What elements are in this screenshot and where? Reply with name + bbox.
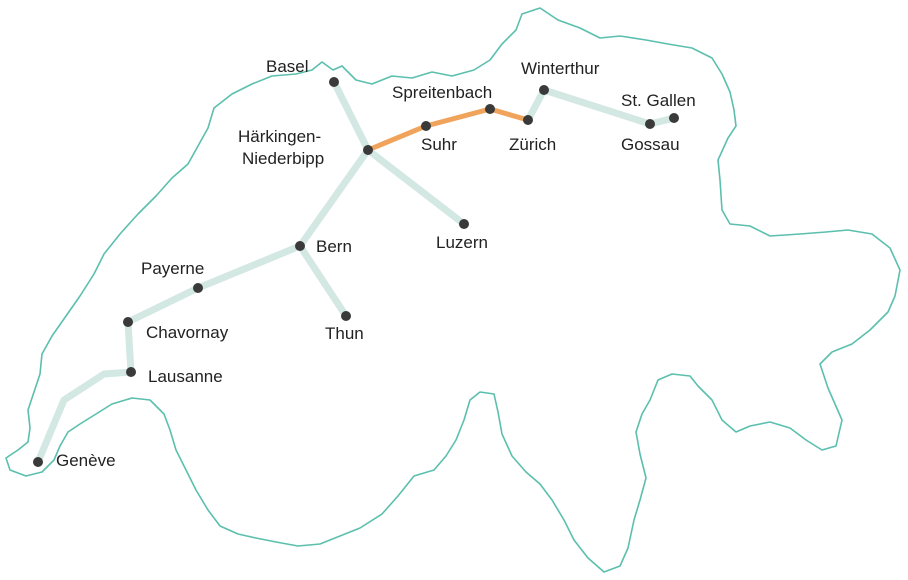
label-haerkingen-line2: Niederbipp xyxy=(242,149,324,168)
route-chavornay-lausanne xyxy=(124,318,135,376)
label-spreitenbach: Spreitenbach xyxy=(392,83,492,102)
route-haerkingen-luzern xyxy=(364,146,468,228)
city-nodes xyxy=(33,77,679,467)
route-lausanne-geneve xyxy=(34,368,135,466)
route-zuerich-winterthur xyxy=(524,86,548,124)
switzerland-border xyxy=(5,7,901,573)
label-gossau: Gossau xyxy=(621,135,680,154)
node-suhr xyxy=(421,121,431,131)
label-geneve: Genève xyxy=(56,451,116,470)
route-bern-thun xyxy=(296,242,350,320)
node-thun xyxy=(341,311,351,321)
label-luzern: Luzern xyxy=(436,233,488,252)
label-suhr: Suhr xyxy=(421,135,457,154)
route-haerkingen-bern xyxy=(296,146,372,250)
node-zuerich xyxy=(523,115,533,125)
route-basel-haerkingen xyxy=(330,78,372,154)
route-payerne-chavornay xyxy=(124,284,202,326)
node-winterthur xyxy=(539,85,549,95)
node-chavornay xyxy=(123,317,133,327)
route-winterthur-gossau xyxy=(540,86,654,128)
node-spreitenbach xyxy=(485,104,495,114)
label-zuerich: Zürich xyxy=(509,135,556,154)
label-bern: Bern xyxy=(316,237,352,256)
node-basel xyxy=(329,77,339,87)
label-chavornay: Chavornay xyxy=(146,323,229,342)
route-bern-payerne xyxy=(194,242,304,292)
city-labels: Basel Härkingen- Niederbipp Spreitenbach… xyxy=(56,57,696,470)
label-winterthur: Winterthur xyxy=(521,59,600,78)
node-geneve xyxy=(33,457,43,467)
node-gossau xyxy=(645,119,655,129)
node-stgallen xyxy=(669,113,679,123)
label-basel: Basel xyxy=(266,57,309,76)
highlighted-route xyxy=(365,106,531,153)
node-lausanne xyxy=(126,367,136,377)
node-haerkingen xyxy=(363,145,373,155)
label-lausanne: Lausanne xyxy=(148,367,223,386)
label-thun: Thun xyxy=(325,324,364,343)
label-stgallen: St. Gallen xyxy=(621,91,696,110)
label-haerkingen-line1: Härkingen- xyxy=(238,127,321,146)
node-luzern xyxy=(459,219,469,229)
node-payerne xyxy=(193,283,203,293)
route-network xyxy=(34,78,678,466)
node-bern xyxy=(295,241,305,251)
label-payerne: Payerne xyxy=(141,259,204,278)
